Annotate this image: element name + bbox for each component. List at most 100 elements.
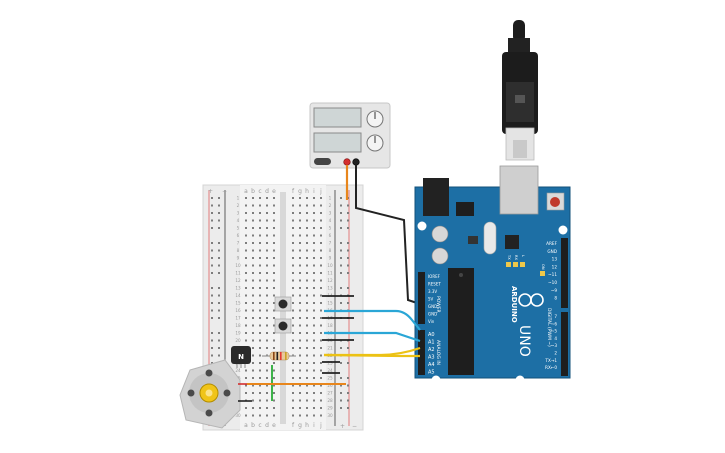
positive-terminal[interactable] [343,158,351,166]
row-number-left: 16 [235,308,241,313]
row-number-left: 14 [235,293,241,298]
arduino-labels: IOREFRESET3.3V5VGNDGNDVinA0A1A2A3A4A5ARE… [428,241,558,376]
row-number-right: 21 [327,346,333,351]
row-number-right: 4 [329,218,332,223]
digital-pin-label: 8 [554,296,557,301]
voltage-regulator [456,202,474,216]
digital-pin-label: GND [547,249,557,254]
row-number-right: 30 [327,413,333,418]
arduino-uno-board[interactable]: IOREFRESET3.3V5VGNDGNDVinA0A1A2A3A4A5ARE… [414,165,571,385]
row-number-right: 23 [327,361,333,366]
arduino-brand: ARDUINO [510,286,518,323]
power-supply[interactable] [309,102,391,169]
black-wire-supply[interactable] [355,165,421,305]
row-number-right: 1 [329,196,332,201]
dc-motor[interactable] [179,359,241,429]
blue-wire-1[interactable] [324,309,421,331]
power-pin-label: Vin [428,319,435,324]
row-number-left: 4 [237,218,240,223]
digital-pin-label: ~9 [551,288,558,293]
power-pin-label: IOREF [428,274,441,279]
power-switch[interactable] [314,158,331,165]
column-letter-bottom: i [313,422,315,429]
usb-icon [515,95,525,103]
column-letter-top: d [265,188,269,195]
pushbutton-2[interactable] [274,318,292,334]
row-number-right: 27 [327,391,333,396]
row-number-left: 8 [237,248,240,253]
rail-plus-top-left: + [208,188,213,195]
voltage-display [313,107,362,128]
column-letter-top: g [298,188,302,195]
digital-pin-label: 4 [554,336,557,341]
usb-cable[interactable] [502,20,538,161]
column-letter-bottom: c [258,422,261,429]
row-number-left: 5 [237,226,240,231]
column-letter-bottom: d [265,422,269,429]
analog-title: ANALOG IN [435,340,441,365]
digital-pin-label: 12 [552,264,558,269]
digital-pin-label: 2 [554,351,557,356]
on-led-label: ON [541,264,545,270]
row-number-right: 8 [329,248,332,253]
column-letter-bottom: h [305,422,309,429]
power-header[interactable] [418,272,425,324]
digital-pin-label: AREF [546,241,557,246]
row-number-right: 29 [327,406,333,411]
digital-pin-label: 7 [554,314,557,319]
power-pin-label: GND [428,312,437,317]
led-label: TX [507,254,511,260]
usb-port [499,165,539,215]
digital-pin-label: ~6 [551,321,558,326]
power-pin-label: GND [428,304,437,309]
column-letter-top: f [292,188,295,195]
blue-wire-2[interactable] [324,331,421,343]
led-label: L [521,255,525,257]
column-letter-bottom: f [292,422,295,429]
column-letter-top: b [251,188,255,195]
transistor-label: N [238,353,244,361]
resistor[interactable] [262,351,296,361]
digital-title: DIGITAL (PWM ~) [546,308,552,347]
column-letter-top: a [244,188,248,195]
row-number-right: 28 [327,398,333,403]
row-number-left: 1 [237,196,240,201]
row-number-right: 24 [327,368,333,373]
arduino-headers[interactable] [418,238,568,376]
row-number-right: 12 [327,278,333,283]
row-number-left: 7 [237,241,240,246]
column-letter-bottom: a [244,422,248,429]
row-number-right: 26 [327,383,333,388]
analog-pin-label: A2 [428,347,435,353]
digital-header-top[interactable] [561,238,568,308]
analog-pin-label: A4 [428,362,435,368]
row-number-right: 25 [327,376,333,381]
atmega-chip [448,268,474,375]
negative-terminal[interactable] [352,158,360,166]
row-number-left: 11 [235,271,241,276]
digital-pin-label: TX→1 [544,358,557,363]
power-pin-label: 5V [428,297,434,302]
column-letter-bottom: e [272,422,276,429]
analog-pin-label: A1 [428,340,435,346]
rail-plus-bottom-right: + [340,423,345,430]
led-label: RX [514,255,518,260]
yellow-wire-2[interactable] [323,353,420,358]
pushbutton-1[interactable] [274,296,292,312]
digital-pin-label: ~10 [548,280,557,285]
row-number-left: 24 [235,368,241,373]
row-number-right: 6 [329,233,332,238]
analog-pin-label: A3 [428,355,435,361]
row-number-left: 9 [237,256,240,261]
digital-pin-label: ~11 [548,272,557,277]
transistor[interactable]: N [231,346,251,368]
row-number-left: 19 [235,331,241,336]
analog-header[interactable] [418,330,425,375]
analog-pin-label: A5 [428,370,435,376]
row-number-right: 11 [327,271,333,276]
row-number-right: 13 [327,286,333,291]
row-number-left: 15 [235,301,241,306]
digital-header-bottom[interactable] [561,312,568,376]
power-pin-label: RESET [428,282,441,287]
